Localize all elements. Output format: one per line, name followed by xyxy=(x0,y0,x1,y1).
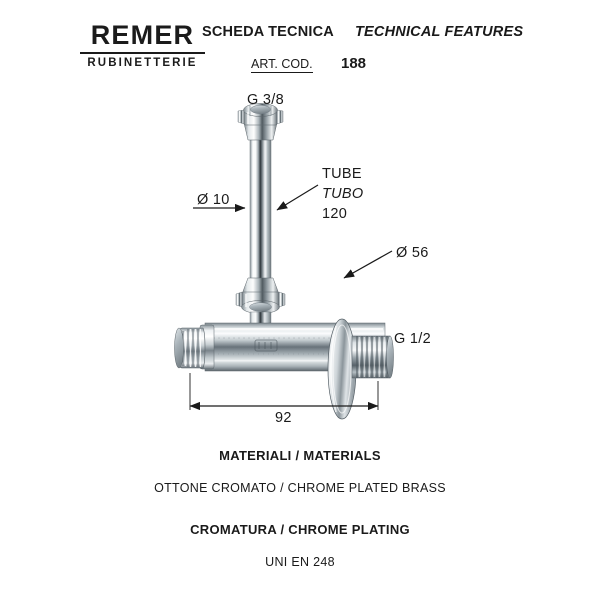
threaded-outlet xyxy=(351,335,394,379)
handle-knob xyxy=(174,324,215,370)
label-outlet-thread: G 1/2 xyxy=(394,331,431,347)
article-code-label: ART. COD. xyxy=(251,57,313,73)
valve-drawing-svg xyxy=(174,103,394,420)
tube-lower-nut xyxy=(235,277,286,327)
brand-logo: REMER RUBINETTERIE xyxy=(80,20,205,70)
dimension-annotations xyxy=(189,184,393,411)
specifications-footer: MATERIALI / MATERIALS OTTONE CROMATO / C… xyxy=(0,448,600,569)
label-flange-diameter: Ø 56 xyxy=(396,245,429,261)
valve-assembly xyxy=(174,103,394,420)
vertical-tube xyxy=(249,137,272,281)
sheet-title-italian: SCHEDA TECNICA xyxy=(202,24,334,40)
article-code-value: 188 xyxy=(341,55,367,72)
plating-heading: CROMATURA / CHROME PLATING xyxy=(190,522,410,537)
label-tube-english: TUBE xyxy=(322,166,362,182)
materials-value: OTTONE CROMATO / CHROME PLATED BRASS xyxy=(154,481,446,495)
label-top-thread: G 3/8 xyxy=(247,92,284,108)
body-engraving xyxy=(254,339,278,352)
label-body-length: 92 xyxy=(275,410,292,426)
tube-leader xyxy=(276,184,319,211)
outlet-thread-highlights xyxy=(358,337,385,377)
knob-flutes xyxy=(182,329,199,367)
materials-heading: MATERIALI / MATERIALS xyxy=(219,448,381,463)
label-tube-length: 120 xyxy=(322,206,348,222)
escutcheon-flange xyxy=(327,318,357,420)
diameter-56-leader xyxy=(343,250,393,279)
brand-logo-name: REMER xyxy=(90,20,195,50)
brand-logo-rule xyxy=(80,52,205,54)
page-header: REMER RUBINETTERIE SCHEDA TECNICA TECHNI… xyxy=(0,0,600,90)
plating-value: UNI EN 248 xyxy=(265,555,335,569)
label-tube-italian: TUBO xyxy=(322,186,364,202)
knob-highlights xyxy=(184,329,202,367)
product-technical-drawing xyxy=(0,88,600,438)
sheet-title-english: TECHNICAL FEATURES xyxy=(355,24,524,40)
brand-logo-tagline: RUBINETTERIE xyxy=(87,57,198,69)
top-compression-fitting xyxy=(237,103,284,141)
label-tube-diameter: Ø 10 xyxy=(197,192,230,208)
outlet-threads xyxy=(356,336,388,378)
